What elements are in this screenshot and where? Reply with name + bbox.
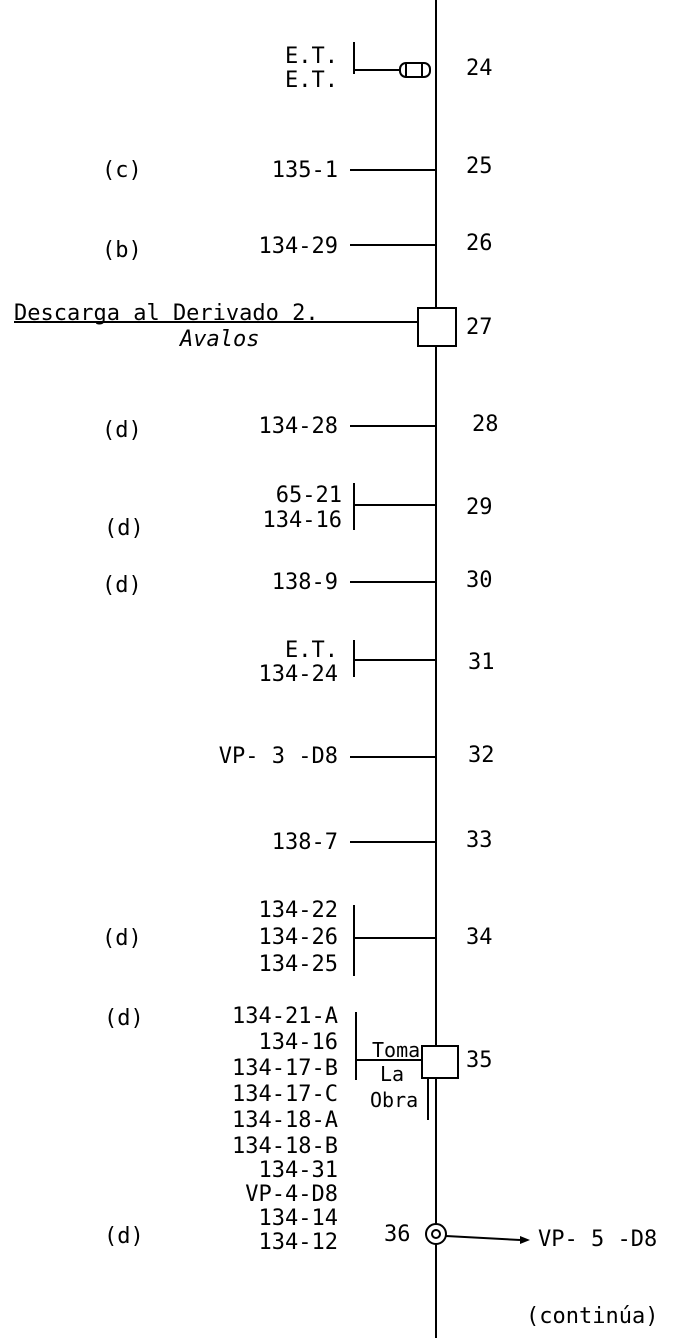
outlet-36: [425, 1223, 447, 1245]
outlet-arrow-36: [445, 1235, 521, 1241]
qualifier: (d): [104, 516, 144, 541]
node-number: 27: [466, 315, 493, 340]
outlet-label: 134-26: [258, 925, 338, 950]
outlet-label: 134-22: [258, 898, 338, 923]
structure-label: La: [380, 1062, 405, 1086]
outlet-label: E.T.: [285, 44, 338, 69]
outlet-label: 134-31: [258, 1158, 338, 1183]
qualifier: (b): [102, 238, 142, 263]
outlet-label: 134-18-B: [232, 1134, 338, 1159]
node-number: 35: [466, 1048, 493, 1073]
node-number: 28: [472, 412, 499, 437]
node-number: 30: [466, 568, 493, 593]
outlet-label: 138-9: [271, 570, 338, 595]
outlet-label: 134-16: [258, 1030, 338, 1055]
qualifier: (d): [102, 926, 142, 951]
outlet-label: 135-1: [271, 158, 338, 183]
outlet-label: 134-12: [258, 1230, 338, 1255]
outlet-label: E.T.: [285, 638, 338, 663]
qualifier: (d): [104, 1224, 144, 1249]
node-number: 24: [466, 56, 493, 81]
outlet-label: 134-16: [262, 508, 342, 533]
outlet-label: 134-18-A: [232, 1108, 338, 1133]
node-number: 26: [466, 231, 493, 256]
outlet-label: 65-21: [275, 483, 342, 508]
outlet-destination: VP- 5 -D8: [538, 1227, 658, 1252]
gate-24: [399, 62, 431, 78]
outlet-label: E.T.: [285, 68, 338, 93]
outlet-label: 134-25: [258, 952, 338, 977]
outlet-label: 134-24: [258, 662, 338, 687]
outlet-label: 134-17-C: [232, 1082, 338, 1107]
node-number: 32: [468, 743, 495, 768]
structure-label: Toma: [372, 1038, 421, 1062]
outlet-label: VP-4-D8: [245, 1182, 338, 1207]
qualifier: (d): [104, 1006, 144, 1031]
outlet-label: 134-28: [258, 414, 338, 439]
discharge-sublabel: Avalos: [180, 327, 260, 352]
qualifier: (d): [102, 418, 142, 443]
structure-box-35: [421, 1045, 459, 1079]
node-number: 29: [466, 495, 493, 520]
outlet-label: 134-14: [258, 1206, 338, 1231]
outlet-label: 134-21-A: [232, 1004, 338, 1029]
qualifier: (d): [102, 573, 142, 598]
node-number: 31: [468, 650, 495, 675]
outlet-label: VP- 3 -D8: [218, 744, 338, 769]
discharge-label: Descarga al Derivado 2.: [14, 301, 319, 326]
structure-label: Obra: [370, 1088, 419, 1112]
node-number: 36: [384, 1222, 411, 1247]
node-number: 33: [466, 828, 493, 853]
outlet-label: 134-17-B: [232, 1056, 338, 1081]
node-number: 34: [466, 925, 493, 950]
node-number: 25: [466, 154, 493, 179]
outlet-label: 134-29: [258, 234, 338, 259]
qualifier: (c): [102, 158, 142, 183]
structure-box-27: [417, 307, 457, 347]
outlet-label: 138-7: [271, 830, 338, 855]
continues-note: (continúa): [526, 1304, 659, 1329]
